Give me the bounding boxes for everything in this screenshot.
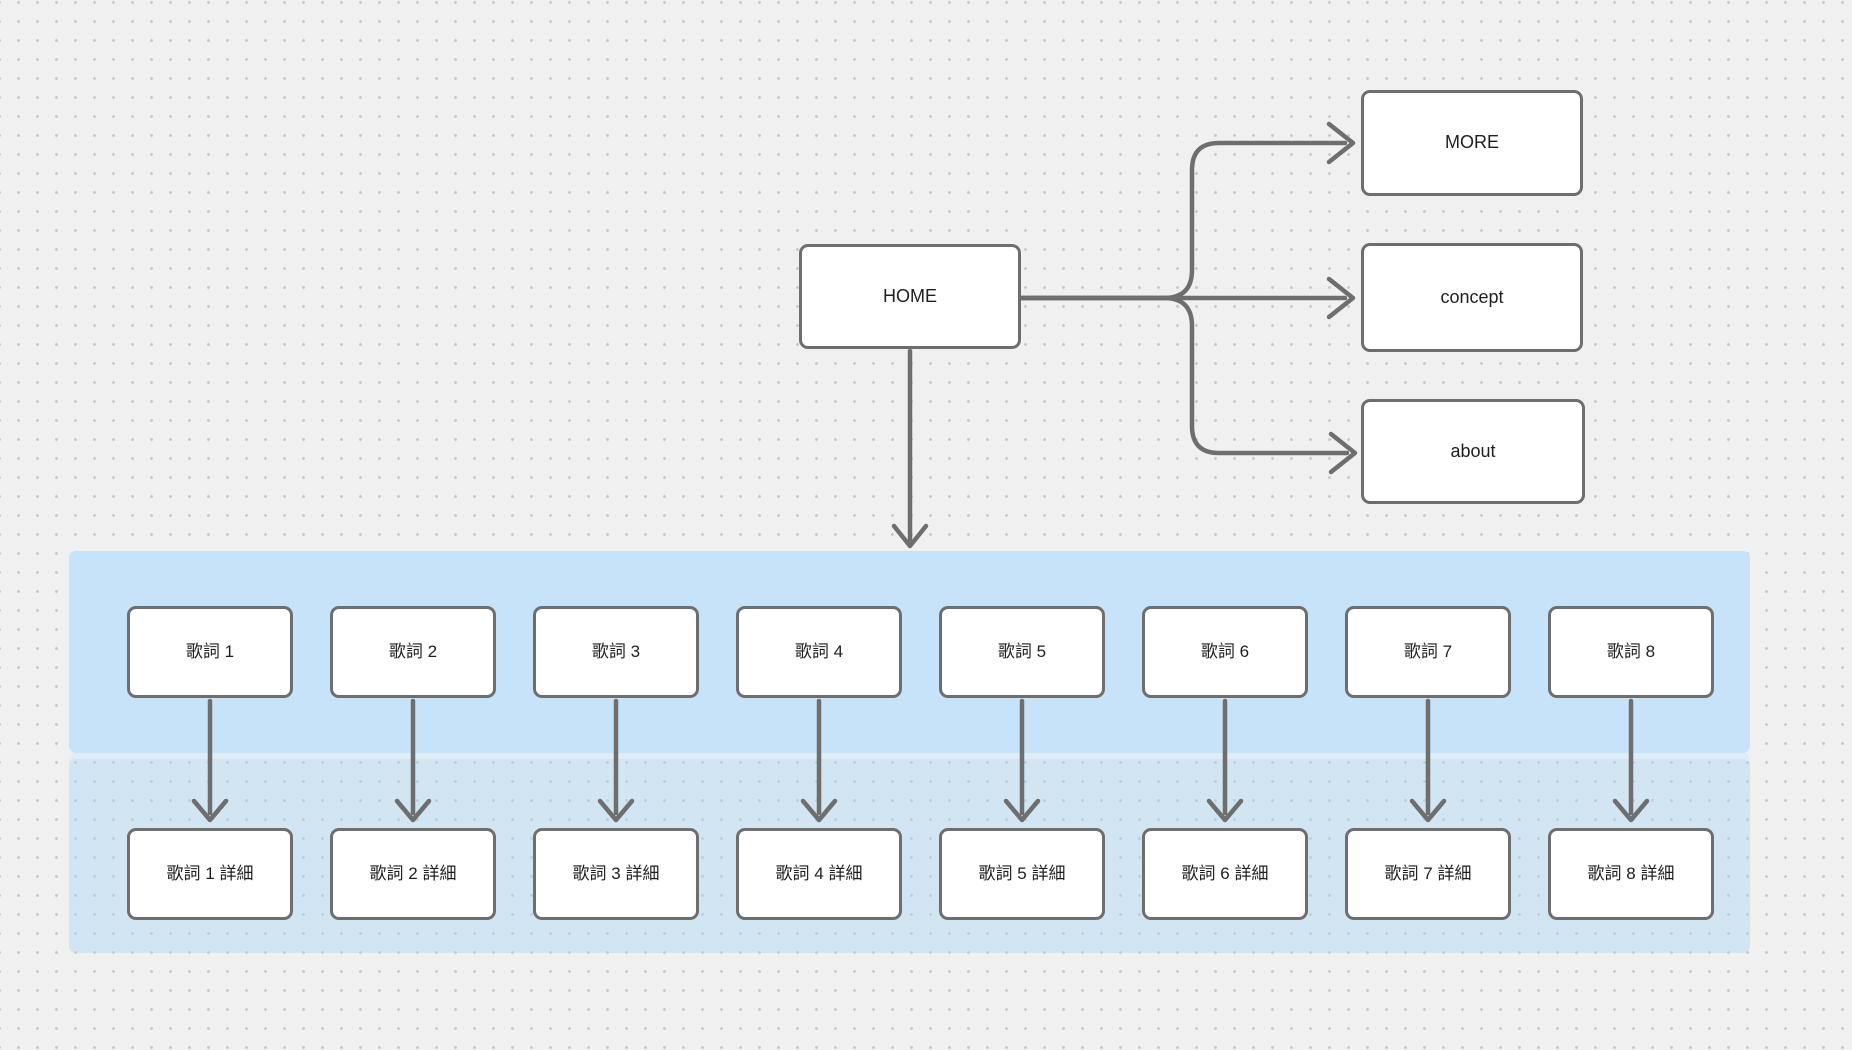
node-more-label: MORE — [1445, 132, 1499, 153]
connector-lyrics1-detail[interactable] — [191, 698, 229, 823]
connector-home-about[interactable] — [1018, 295, 1358, 475]
connector-home-more[interactable] — [1018, 121, 1356, 301]
node-lyrics-5-detail-label: 歌詞 5 詳細 — [978, 863, 1066, 883]
node-lyrics-5[interactable]: 歌詞 5 — [939, 606, 1105, 698]
node-lyrics-8-detail-label: 歌詞 8 詳細 — [1587, 863, 1675, 883]
node-home-label: HOME — [883, 285, 937, 306]
node-lyrics-1-detail-label: 歌詞 1 詳細 — [166, 863, 254, 883]
node-lyrics-6-label: 歌詞 6 — [1200, 641, 1250, 661]
node-lyrics-2-detail-label: 歌詞 2 詳細 — [369, 863, 457, 883]
node-lyrics-3-detail[interactable]: 歌詞 3 詳細 — [533, 828, 699, 920]
node-lyrics-8-label: 歌詞 8 — [1606, 641, 1656, 661]
node-about-label: about — [1450, 440, 1496, 461]
connector-lyrics8-detail[interactable] — [1612, 698, 1650, 823]
node-lyrics-4-detail[interactable]: 歌詞 4 詳細 — [736, 828, 902, 920]
node-lyrics-3[interactable]: 歌詞 3 — [533, 606, 699, 698]
node-lyrics-2-label: 歌詞 2 — [388, 641, 438, 661]
node-concept-label: concept — [1440, 286, 1504, 307]
node-lyrics-3-detail-label: 歌詞 3 詳細 — [572, 863, 660, 883]
node-lyrics-8[interactable]: 歌詞 8 — [1548, 606, 1714, 698]
node-more[interactable]: MORE — [1361, 90, 1583, 196]
node-lyrics-1-detail[interactable]: 歌詞 1 詳細 — [127, 828, 293, 920]
node-lyrics-7-label: 歌詞 7 — [1403, 641, 1453, 661]
connector-lyrics2-detail[interactable] — [394, 698, 432, 823]
node-lyrics-7[interactable]: 歌詞 7 — [1345, 606, 1511, 698]
node-lyrics-7-detail[interactable]: 歌詞 7 詳細 — [1345, 828, 1511, 920]
connector-lyrics6-detail[interactable] — [1206, 698, 1244, 823]
connector-lyrics4-detail[interactable] — [800, 698, 838, 823]
node-about[interactable]: about — [1361, 399, 1585, 504]
node-lyrics-2[interactable]: 歌詞 2 — [330, 606, 496, 698]
node-lyrics-8-detail[interactable]: 歌詞 8 詳細 — [1548, 828, 1714, 920]
node-lyrics-1[interactable]: 歌詞 1 — [127, 606, 293, 698]
node-lyrics-6-detail-label: 歌詞 6 詳細 — [1181, 863, 1269, 883]
node-home[interactable]: HOME — [799, 244, 1021, 349]
connector-home-lyrics-section[interactable] — [891, 348, 929, 549]
node-concept[interactable]: concept — [1361, 243, 1583, 352]
node-lyrics-7-detail-label: 歌詞 7 詳細 — [1384, 863, 1472, 883]
node-lyrics-1-label: 歌詞 1 — [185, 641, 235, 661]
node-lyrics-4-detail-label: 歌詞 4 詳細 — [775, 863, 863, 883]
node-lyrics-3-label: 歌詞 3 — [591, 641, 641, 661]
node-lyrics-4-label: 歌詞 4 — [794, 641, 844, 661]
node-lyrics-6-detail[interactable]: 歌詞 6 詳細 — [1142, 828, 1308, 920]
node-lyrics-4[interactable]: 歌詞 4 — [736, 606, 902, 698]
node-lyrics-6[interactable]: 歌詞 6 — [1142, 606, 1308, 698]
connector-lyrics5-detail[interactable] — [1003, 698, 1041, 823]
node-lyrics-5-label: 歌詞 5 — [997, 641, 1047, 661]
connector-lyrics7-detail[interactable] — [1409, 698, 1447, 823]
node-lyrics-5-detail[interactable]: 歌詞 5 詳細 — [939, 828, 1105, 920]
connector-lyrics3-detail[interactable] — [597, 698, 635, 823]
node-lyrics-2-detail[interactable]: 歌詞 2 詳細 — [330, 828, 496, 920]
